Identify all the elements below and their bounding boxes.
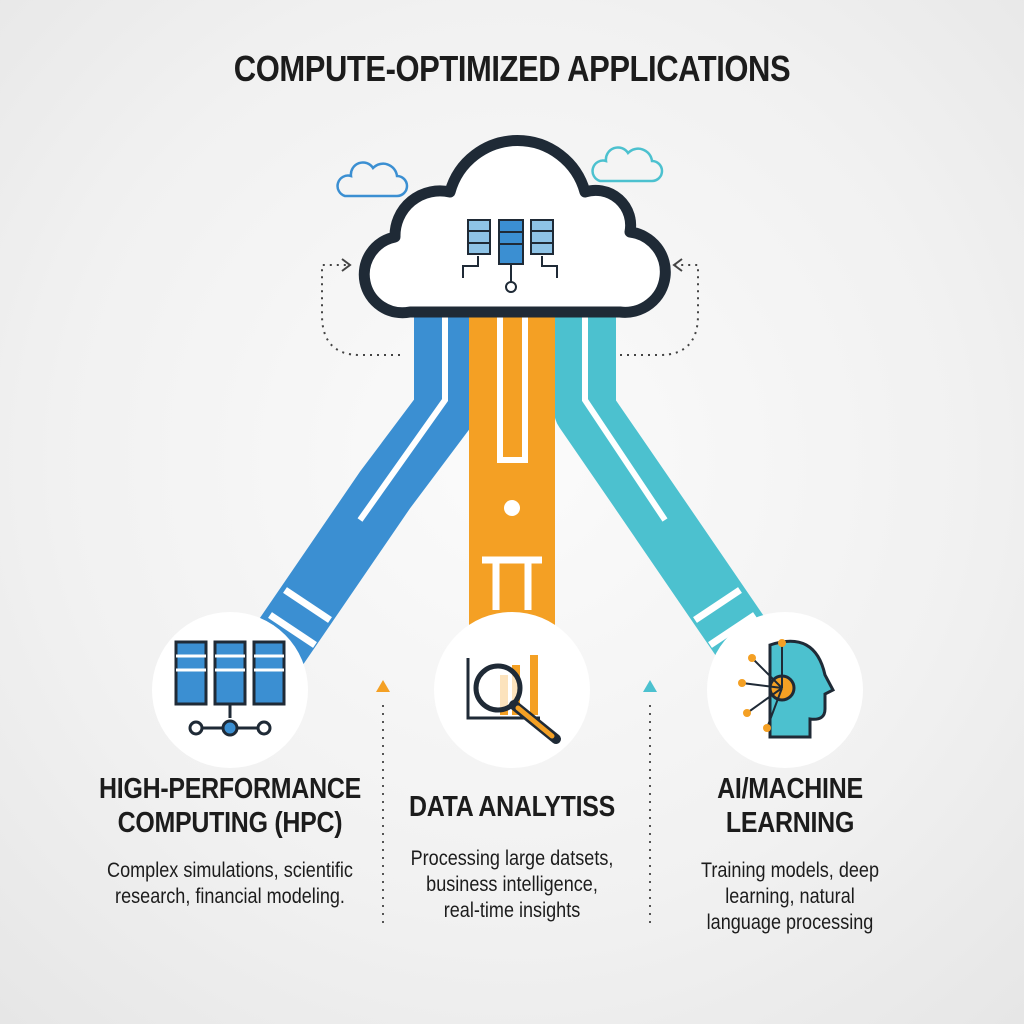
analytics-description: real-time insights: [443, 899, 581, 922]
orange-pipe: [469, 300, 555, 660]
ai-head-icon: [738, 639, 836, 739]
blue-pipe: [229, 300, 476, 698]
dotted-arrow-right: [620, 264, 699, 356]
dotted-arrow-left: [321, 264, 400, 356]
ai-heading: AI/MACHINE: [717, 773, 863, 805]
analytics-description: business intelligence,: [426, 873, 598, 896]
small-cloud-icon: [591, 146, 664, 183]
ai-description: Training models, deep: [700, 859, 880, 882]
analytics-heading: DATA ANALYTISS: [408, 791, 616, 823]
cloud-servers-icon: [462, 219, 558, 293]
ai-heading: LEARNING: [725, 807, 855, 839]
hpc-description: Complex simulations, scientific: [107, 859, 353, 882]
page-title: COMPUTE-OPTIMIZED APPLICATIONS: [233, 48, 791, 89]
ai-description: learning, natural: [725, 885, 855, 908]
server-rack-icon: [174, 640, 286, 737]
hpc-heading: COMPUTING (HPC): [117, 807, 343, 839]
ai-description: language processing: [706, 911, 874, 934]
analytics-column: DATA ANALYTISS Processing large datsets,…: [383, 790, 641, 924]
teal-pipe: [554, 300, 796, 698]
analytics-description: Processing large datsets,: [410, 847, 614, 870]
hpc-heading: HIGH-PERFORMANCE: [99, 773, 361, 805]
small-cloud-icon: [336, 161, 409, 198]
hpc-description: research, financial modeling.: [115, 885, 345, 908]
magnifier-chart-icon: [466, 655, 561, 744]
